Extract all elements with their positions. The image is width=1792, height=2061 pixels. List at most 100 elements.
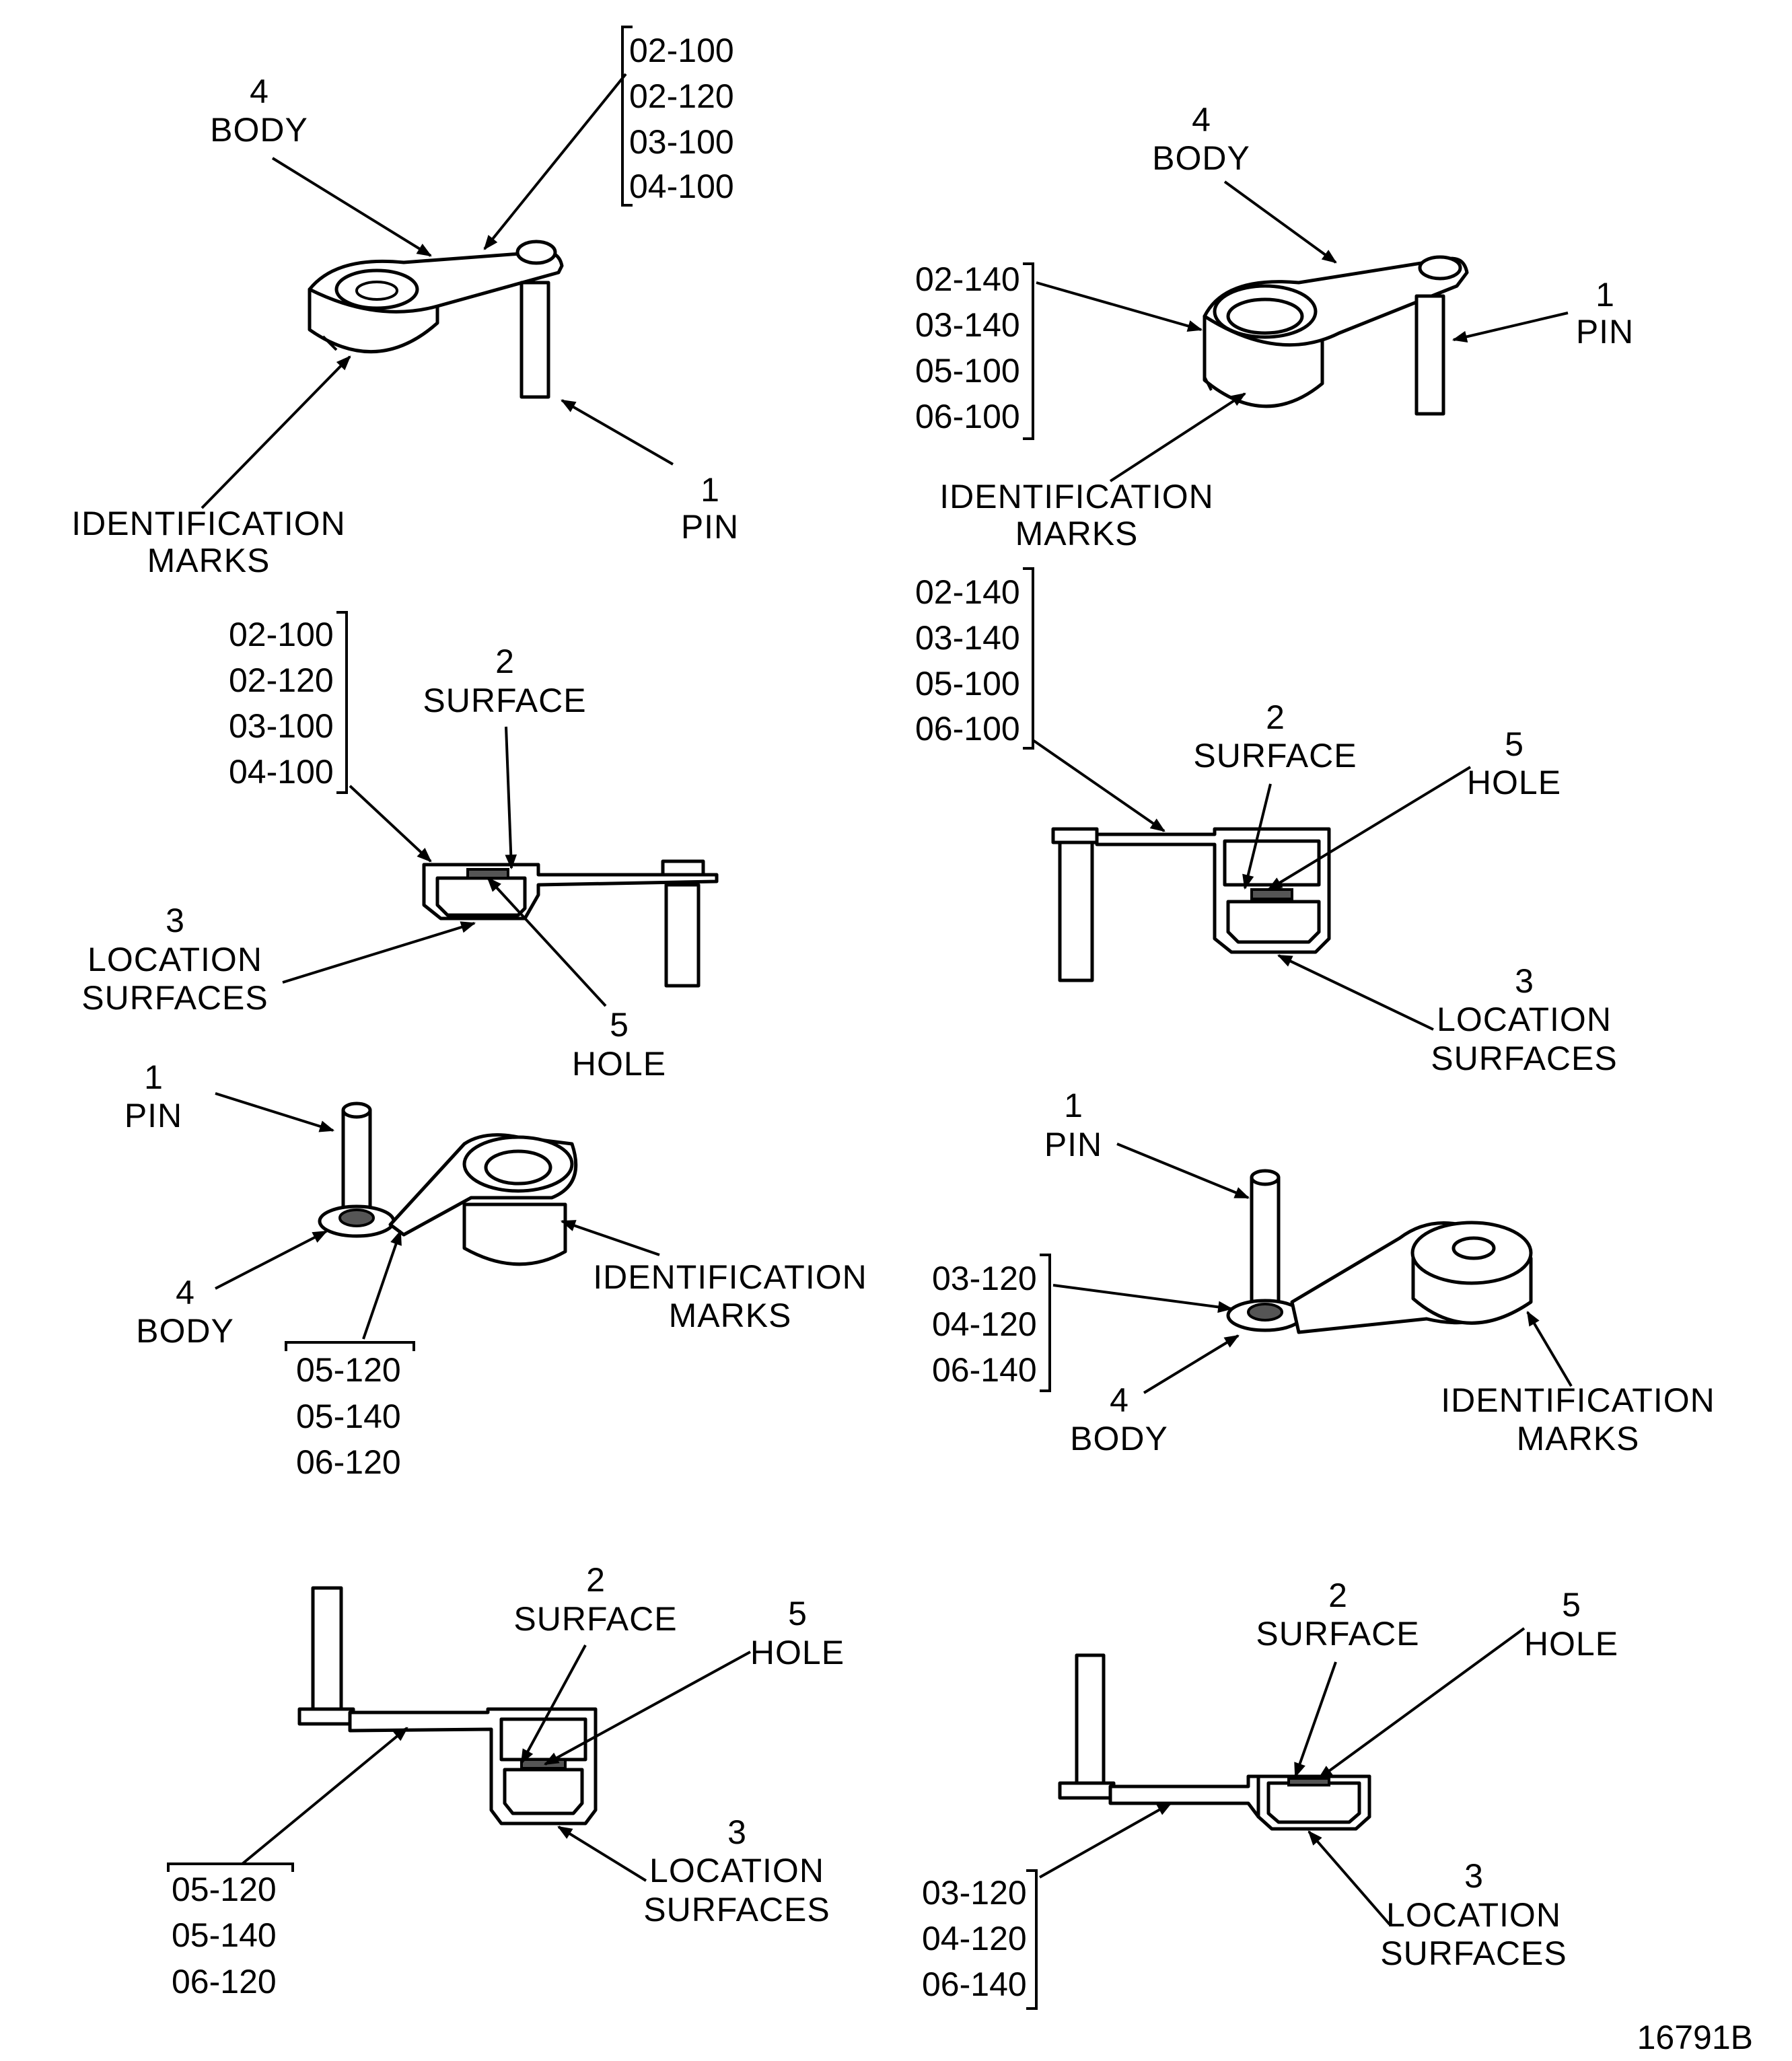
v8-code-2: 04-120: [922, 1920, 1027, 1957]
v8-surface-number: 2: [1328, 1577, 1347, 1614]
v6-body-label: BODY: [1070, 1420, 1168, 1457]
v7-location-label-2: SURFACES: [643, 1891, 830, 1928]
v3-code-1: 02-100: [229, 616, 334, 653]
v5-code-3: 06-120: [296, 1443, 401, 1481]
v4-hole-number: 5: [1505, 725, 1524, 763]
v6-pin-label: PIN: [1044, 1126, 1102, 1163]
section-part-drawing: [1051, 827, 1331, 982]
v2-pin-number: 1: [1596, 276, 1614, 314]
v8-location-number: 3: [1464, 1857, 1483, 1895]
body-part-drawing: [308, 250, 564, 354]
v5-body-label: BODY: [136, 1312, 234, 1350]
v6-marks-label-2: MARKS: [1517, 1420, 1640, 1457]
v5-marks-label-1: IDENTIFICATION: [593, 1258, 867, 1296]
v6-code-3: 06-140: [932, 1351, 1037, 1389]
v8-hole-number: 5: [1562, 1586, 1581, 1624]
v8-code-3: 06-140: [922, 1965, 1027, 2003]
view-1-isometric: 02-100 02-120 03-100 04-100 4 BODY 1 PIN…: [71, 26, 739, 579]
view-6-isometric: 1 PIN 03-120 04-120 06-140 4 BODY IDENTI…: [932, 1087, 1715, 1457]
v6-code-1: 03-120: [932, 1260, 1037, 1297]
v5-marks-label-2: MARKS: [669, 1297, 792, 1334]
v3-hole-number: 5: [610, 1006, 629, 1044]
v7-surface-label: SURFACE: [513, 1600, 677, 1638]
v5-code-2: 05-140: [296, 1398, 401, 1435]
v1-code-3: 03-100: [629, 123, 734, 161]
v7-code-3: 06-120: [172, 1963, 277, 2000]
v4-code-2: 03-140: [915, 619, 1020, 657]
v4-surface-number: 2: [1266, 698, 1285, 736]
v1-marks-label-2: MARKS: [147, 542, 271, 579]
v7-code-1: 05-120: [172, 1871, 277, 1908]
v4-code-3: 05-100: [915, 665, 1020, 702]
v3-hole-label: HOLE: [572, 1045, 666, 1083]
v4-surface-label: SURFACE: [1193, 737, 1357, 774]
v1-code-1: 02-100: [629, 32, 734, 69]
v7-surface-number: 2: [586, 1561, 605, 1599]
v8-location-label-2: SURFACES: [1380, 1935, 1567, 1972]
v3-code-3: 03-100: [229, 707, 334, 745]
v2-body-number: 4: [1192, 101, 1211, 139]
v4-hole-label: HOLE: [1467, 764, 1561, 801]
v3-location-number: 3: [166, 902, 184, 939]
v1-code-2: 02-120: [629, 77, 734, 115]
v1-marks-label-1: IDENTIFICATION: [71, 505, 346, 542]
v4-code-4: 06-100: [915, 710, 1020, 748]
v6-body-number: 4: [1110, 1381, 1128, 1419]
v2-code-1: 02-140: [915, 260, 1020, 298]
v3-location-label-1: LOCATION: [87, 941, 262, 978]
v5-body-number: 4: [176, 1274, 194, 1311]
v6-marks-label-1: IDENTIFICATION: [1441, 1381, 1715, 1419]
view-5-isometric: 1 PIN 4 BODY 05-120 05-140 06-120 IDENTI…: [124, 1058, 867, 1481]
v3-location-label-2: SURFACES: [81, 979, 268, 1017]
v7-hole-number: 5: [788, 1595, 807, 1632]
pin-part-drawing: [318, 1101, 396, 1238]
v1-pin-label: PIN: [681, 508, 739, 546]
v1-pin-number: 1: [701, 471, 719, 509]
v8-surface-label: SURFACE: [1256, 1615, 1419, 1653]
v4-location-number: 3: [1515, 962, 1534, 1000]
v3-code-2: 02-120: [229, 661, 334, 699]
v1-body-number: 4: [250, 73, 268, 110]
v2-marks-label-1: IDENTIFICATION: [939, 478, 1214, 515]
v1-body-label: BODY: [210, 111, 308, 149]
view-3-section: 02-100 02-120 03-100 04-100 2 SURFACE 3 …: [81, 611, 719, 1083]
v1-code-4: 04-100: [629, 168, 734, 205]
v2-pin-label: PIN: [1576, 313, 1634, 351]
v8-location-label-1: LOCATION: [1386, 1896, 1561, 1934]
v2-body-label: BODY: [1152, 139, 1250, 177]
v4-location-label-2: SURFACES: [1431, 1040, 1618, 1077]
v8-hole-label: HOLE: [1524, 1625, 1618, 1663]
v2-code-2: 03-140: [915, 306, 1020, 344]
v4-code-1: 02-140: [915, 573, 1020, 611]
v2-code-3: 05-100: [915, 352, 1020, 390]
view-8-section: 2 SURFACE 5 HOLE 3 LOCATION SURFACES 03-…: [922, 1577, 1618, 2010]
v2-code-4: 06-100: [915, 398, 1020, 435]
v3-surface-label: SURFACE: [423, 682, 586, 719]
v2-marks-label-2: MARKS: [1015, 515, 1139, 552]
v7-hole-label: HOLE: [750, 1634, 845, 1671]
body-part-drawing: [1203, 256, 1469, 408]
v3-code-4: 04-100: [229, 753, 334, 791]
pin-part-drawing: [1414, 255, 1462, 416]
v8-code-1: 03-120: [922, 1874, 1027, 1912]
section-part-drawing: [1058, 1653, 1371, 1831]
view-4-section: 02-140 03-140 05-100 06-100 2 SURFACE 5 …: [915, 567, 1618, 1077]
pin-part-drawing: [1226, 1169, 1304, 1332]
v6-code-2: 04-120: [932, 1305, 1037, 1343]
v7-code-2: 05-140: [172, 1916, 277, 1954]
view-2-isometric: 4 BODY 1 PIN 02-140 03-140 05-100 06-100…: [915, 101, 1634, 552]
v7-location-number: 3: [727, 1813, 746, 1851]
body-part-drawing: [1290, 1221, 1533, 1334]
v4-location-label-1: LOCATION: [1437, 1001, 1612, 1038]
figure-number: 16791B: [1637, 2019, 1753, 2056]
body-part-drawing: [388, 1133, 578, 1266]
v6-pin-number: 1: [1064, 1087, 1083, 1124]
pin-part-drawing: [515, 240, 557, 399]
v3-surface-number: 2: [495, 643, 514, 680]
view-7-section: 2 SURFACE 5 HOLE 3 LOCATION SURFACES 05-…: [167, 1561, 845, 2000]
v5-pin-label: PIN: [124, 1097, 182, 1134]
v5-pin-number: 1: [144, 1058, 163, 1096]
v5-code-1: 05-120: [296, 1351, 401, 1389]
v7-location-label-1: LOCATION: [649, 1852, 824, 1889]
